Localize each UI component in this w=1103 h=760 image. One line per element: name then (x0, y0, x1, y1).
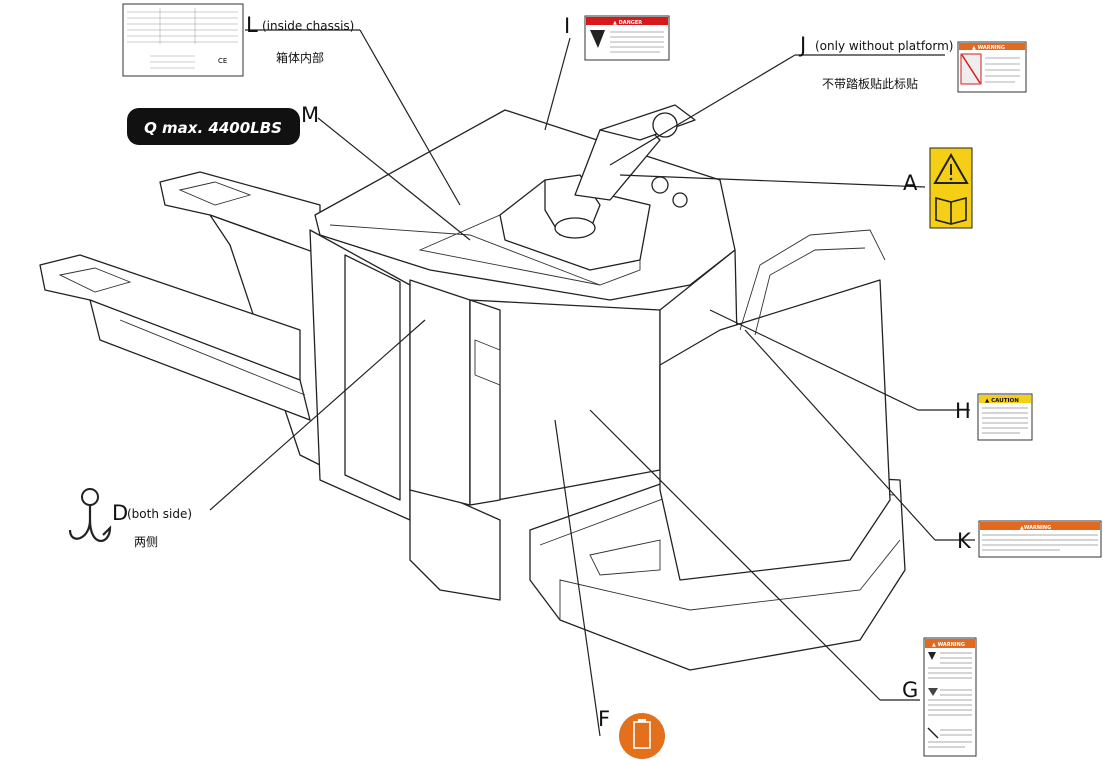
nameplate-decal: CE (122, 3, 244, 77)
svg-text:▲ DANGER: ▲ DANGER (613, 20, 642, 26)
warning-decal-g: ▲ WARNING (923, 637, 977, 757)
label-l-cn: 箱体内部 (276, 50, 324, 65)
svg-text:▲ CAUTION: ▲ CAUTION (985, 398, 1019, 404)
danger-decal: ▲ DANGER (584, 15, 670, 61)
caution-decal: ▲ CAUTION (977, 393, 1033, 441)
leader-lines (209, 29, 975, 737)
label-f-letter: F (598, 707, 610, 731)
label-d-letter: D (112, 501, 128, 525)
manual-book-icon (935, 196, 967, 225)
svg-text:▲ WARNING: ▲ WARNING (972, 45, 1005, 51)
ce-mark: CE (218, 57, 227, 65)
svg-text:▲WARNING: ▲WARNING (1020, 525, 1051, 531)
label-j-cn: 不带踏板贴此标贴 (822, 77, 918, 91)
label-i-letter: I (564, 14, 570, 38)
label-d-note: (both side) (127, 507, 192, 521)
label-l-note: (inside chassis) (262, 19, 354, 33)
label-a-letter: A (903, 171, 918, 195)
label-l-letter: L (246, 13, 258, 37)
label-m-letter: M (301, 103, 319, 127)
label-j-letter: J (798, 33, 806, 57)
warning-triangle-icon (933, 152, 969, 184)
svg-text:▲ WARNING: ▲ WARNING (932, 642, 965, 648)
battery-icon (619, 713, 665, 759)
label-h-letter: H (955, 399, 971, 423)
warning-decal-j: ▲ WARNING (957, 41, 1027, 93)
label-g-letter: G (902, 678, 918, 702)
decal-a (929, 147, 973, 229)
capacity-badge-text: Q max. 4400LBS (144, 119, 282, 137)
capacity-badge: Q max. 4400LBS (127, 108, 300, 145)
pallet-truck-drawing (39, 104, 906, 671)
warning-decal-k: ▲WARNING (978, 520, 1102, 558)
label-k-letter: K (957, 529, 972, 553)
label-d-cn: 两侧 (134, 535, 158, 549)
label-j-note: (only without platform) (815, 39, 953, 53)
lifting-hook-icon (68, 488, 112, 542)
callout-labels: L (inside chassis) 箱体内部 I J (only withou… (112, 13, 972, 731)
